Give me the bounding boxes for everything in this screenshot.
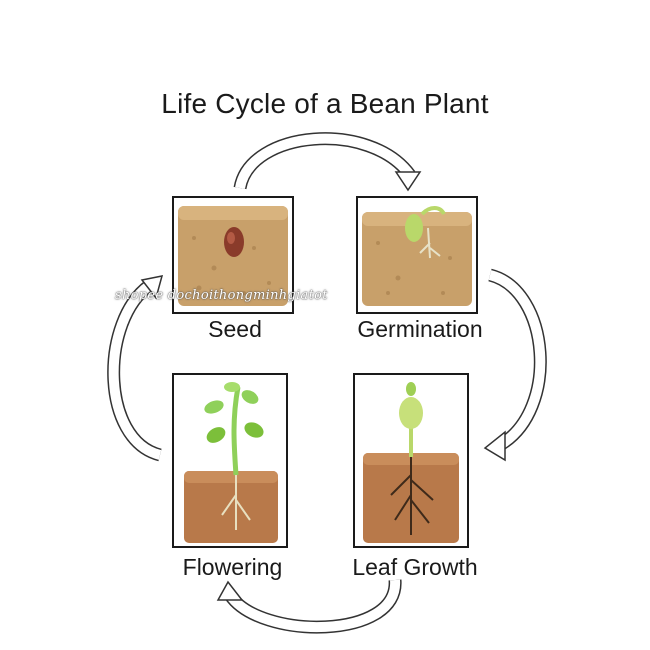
flowering-label: Flowering (182, 554, 283, 580)
germination-frame (356, 196, 478, 314)
arrow-flowering-to-seed (107, 279, 163, 462)
leaf-growth-roots (390, 457, 434, 535)
flowering-frame (172, 373, 288, 548)
leaf-growth-label: Leaf Growth (352, 554, 478, 580)
arrow-head-left (140, 275, 164, 300)
arrow-head-right (483, 430, 506, 462)
seed-frame (172, 196, 294, 314)
seed-soil-block (178, 206, 288, 306)
germination-soil-block (362, 206, 472, 306)
flowering-stem (231, 386, 241, 476)
arrow-germination-to-leaf-growth (487, 268, 547, 451)
bean-seed-icon (224, 227, 244, 257)
arrow-head-bottom (216, 580, 244, 601)
leaf-icon (206, 427, 226, 443)
germination-label: Germination (357, 316, 483, 342)
sprout-icon (405, 214, 423, 242)
cotyledon-icon (399, 397, 423, 429)
diagram-title: Life Cycle of a Bean Plant (161, 88, 489, 119)
seed-label: Seed (208, 316, 262, 342)
leaf-growth-plant (363, 382, 459, 543)
arrow-head-top (394, 171, 422, 192)
watermark-text: shopee dochoithongminhgiatot (115, 288, 328, 303)
flowering-roots (221, 475, 251, 530)
flowering-plant (184, 382, 278, 543)
leaf-growth-frame (353, 373, 469, 548)
arrow-seed-to-germination (233, 132, 416, 190)
germination-root (419, 227, 441, 259)
